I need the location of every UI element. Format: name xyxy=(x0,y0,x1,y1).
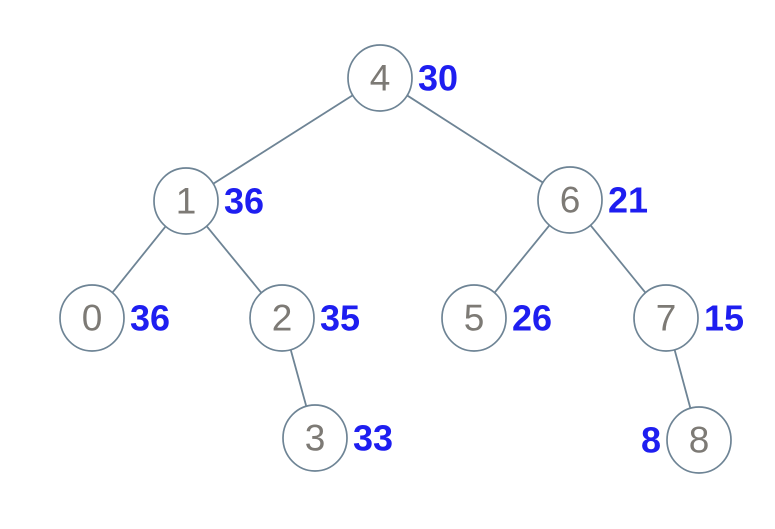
node-value-label: 30 xyxy=(418,58,458,99)
tree-node: 7 15 xyxy=(633,284,744,352)
node-id-label: 3 xyxy=(305,418,326,459)
tree-node: 5 26 xyxy=(441,284,552,352)
node-circle xyxy=(537,166,603,234)
node-value-label: 26 xyxy=(512,298,552,339)
node-value-label: 33 xyxy=(353,418,393,459)
tree-node: 0 36 xyxy=(59,284,170,352)
node-id-label: 1 xyxy=(176,181,197,222)
node-circle xyxy=(153,167,219,235)
node-circle xyxy=(666,406,732,474)
tree-edge xyxy=(673,349,692,409)
node-value-label: 8 xyxy=(641,420,661,461)
tree-node: 6 21 xyxy=(537,166,648,234)
node-id-label: 2 xyxy=(272,298,293,339)
node-circle xyxy=(347,44,413,112)
node-circle xyxy=(633,284,699,352)
node-circle xyxy=(441,284,507,352)
tree-edge xyxy=(212,94,354,185)
node-circle xyxy=(249,284,315,352)
tree-edge xyxy=(589,224,647,294)
node-id-label: 4 xyxy=(370,58,391,99)
node-value-label: 21 xyxy=(608,180,648,221)
tree-edge xyxy=(493,224,551,294)
tree-node: 1 36 xyxy=(153,167,264,235)
node-value-label: 36 xyxy=(130,298,170,339)
node-value-label: 35 xyxy=(320,298,360,339)
node-id-label: 6 xyxy=(560,180,581,221)
node-circle xyxy=(59,284,125,352)
node-id-label: 5 xyxy=(464,298,485,339)
node-id-label: 8 xyxy=(689,420,710,461)
node-id-label: 7 xyxy=(656,298,677,339)
node-id-label: 0 xyxy=(82,298,103,339)
tree-edge xyxy=(111,225,167,294)
tree-node: 4 30 xyxy=(347,44,458,112)
node-circle xyxy=(282,404,348,472)
node-value-label: 15 xyxy=(704,298,744,339)
node-value-label: 36 xyxy=(224,181,264,222)
tree-edge xyxy=(406,94,544,184)
tree-edge xyxy=(205,225,263,294)
tree-node: 88 xyxy=(641,406,732,474)
tree-node: 2 35 xyxy=(249,284,360,352)
tree-edge xyxy=(289,349,308,407)
